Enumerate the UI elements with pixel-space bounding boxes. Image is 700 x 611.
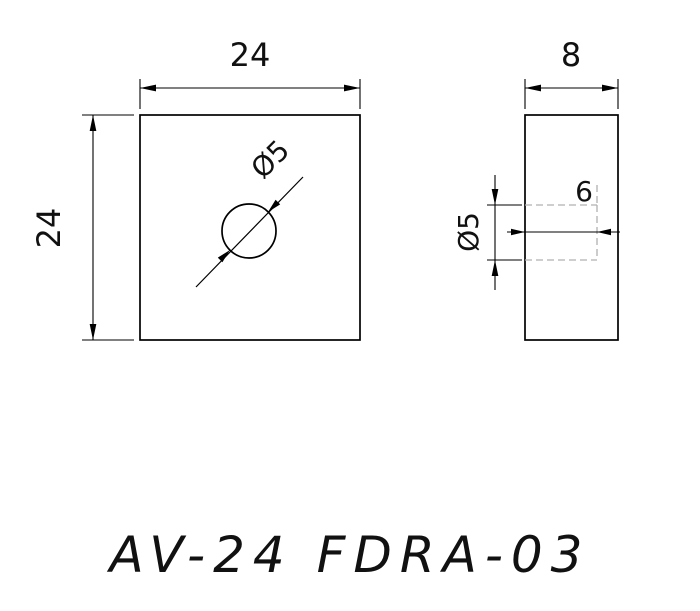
front-height-label: 24 <box>30 208 68 249</box>
front-view-outline <box>139 114 361 341</box>
front-view-hole-circle <box>221 203 277 259</box>
side-width-label: 8 <box>561 36 581 74</box>
side-width-dimension: 8 <box>524 36 619 109</box>
front-width-label: 24 <box>230 36 271 74</box>
hole-depth-label: 6 <box>575 175 593 208</box>
drawing-title: AV-24 FDRA-03 <box>106 526 590 584</box>
front-hole-diameter-label: Ø5 <box>245 134 297 186</box>
front-height-dimension: 24 <box>30 114 134 341</box>
hole-dim-arrowhead-lower <box>217 250 230 263</box>
side-hole-diameter-dimension: Ø5 <box>452 175 522 290</box>
hole-diameter-dimension-line <box>195 176 304 288</box>
front-view: Ø5 <box>139 114 361 341</box>
front-width-dimension: 24 <box>139 36 361 109</box>
depth-arrowhead-left <box>511 228 525 236</box>
hole-depth-dimension: 6 <box>507 175 620 236</box>
side-view <box>524 114 619 341</box>
hole-dim-arrowhead-upper <box>268 199 281 212</box>
side-hole-diameter-label: Ø5 <box>452 212 485 252</box>
side-view-outline <box>524 114 619 341</box>
depth-arrowhead-right <box>597 228 611 236</box>
